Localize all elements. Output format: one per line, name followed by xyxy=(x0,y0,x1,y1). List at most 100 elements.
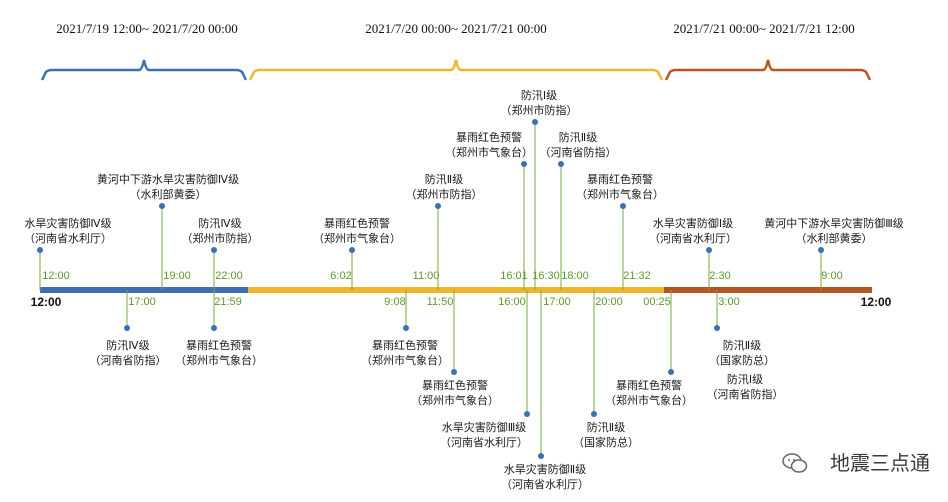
event-title: 防汛Ⅰ级 xyxy=(726,373,764,386)
watermark-text: 地震三点通 xyxy=(830,451,930,475)
event-a7-time: 16:30 xyxy=(532,270,560,282)
marker-a8 xyxy=(558,161,564,167)
period-brace-1 xyxy=(40,59,248,81)
marker-b7 xyxy=(591,411,597,417)
event-title: 暴雨红色预警 xyxy=(324,217,390,230)
event-b3-time: 9:08 xyxy=(384,296,406,308)
event-org: （郑州市气象台） xyxy=(605,394,693,407)
marker-b2 xyxy=(211,325,217,331)
event-b9-time: 3:00 xyxy=(718,296,740,308)
event-title: 暴雨红色预警 xyxy=(616,379,682,392)
event-b5-time: 16:00 xyxy=(498,296,526,308)
event-a10: 水旱灾害防御Ⅰ级 （河南省水利厅） xyxy=(649,216,737,246)
event-org: （河南省防指） xyxy=(706,388,784,401)
period-label-2: 2021/7/20 00:00~ 2021/7/21 00:00 xyxy=(365,21,547,36)
event-b8: 暴雨红色预警 （郑州市气象台） xyxy=(605,378,693,408)
axis-segment-1 xyxy=(40,287,248,293)
event-org: （河南省防指） xyxy=(89,354,167,367)
marker-b4 xyxy=(451,369,457,375)
event-b7-time: 20:00 xyxy=(595,296,623,308)
event-org: （河南省防指） xyxy=(539,146,617,159)
event-a5-time: 11:00 xyxy=(412,270,440,282)
event-title: 防汛Ⅱ级 xyxy=(586,421,626,434)
event-a5: 防汛Ⅱ级 （郑州市防指） xyxy=(406,172,483,202)
event-org: （郑州市气象台） xyxy=(445,146,533,159)
event-title: 防汛Ⅱ级 xyxy=(424,173,464,186)
marker-b8 xyxy=(668,369,674,375)
marker-a4 xyxy=(349,247,355,253)
event-org: （河南省水利厅） xyxy=(24,232,112,245)
period-brace-2 xyxy=(248,59,664,81)
wechat-icon xyxy=(782,453,808,473)
event-a1-time: 12:00 xyxy=(42,270,70,282)
event-title: 暴雨红色预警 xyxy=(372,339,438,352)
axis-start-label: 12:00 xyxy=(30,295,62,309)
period-label-1: 2021/7/19 12:00~ 2021/7/20 00:00 xyxy=(56,21,238,36)
marker-b5 xyxy=(524,411,530,417)
event-b2-time: 21:59 xyxy=(214,296,242,308)
period-label-3: 2021/7/21 00:00~ 2021/7/21 12:00 xyxy=(673,21,855,36)
event-a2-time: 19:00 xyxy=(163,270,191,282)
event-org: （郑州市防指） xyxy=(500,104,578,117)
event-b4-time: 11:50 xyxy=(426,296,454,308)
event-title: 暴雨红色预警 xyxy=(456,131,522,144)
event-title: 水旱灾害防御Ⅳ级 xyxy=(24,217,112,230)
marker-a1 xyxy=(37,247,43,253)
event-a9-time: 21:32 xyxy=(623,270,651,282)
event-title: 水旱灾害防御Ⅱ级 xyxy=(503,463,587,476)
event-a8-time: 18:00 xyxy=(561,270,589,282)
event-title: 暴雨红色预警 xyxy=(186,339,252,352)
event-a1: 水旱灾害防御Ⅳ级 （河南省水利厅） xyxy=(24,216,112,246)
event-a10-time: 2:30 xyxy=(709,270,731,282)
marker-a11 xyxy=(818,247,824,253)
marker-a2 xyxy=(159,203,165,209)
event-b6-time: 17:00 xyxy=(543,296,571,308)
event-title: 黄河中下游水旱灾害防御Ⅲ级 xyxy=(764,217,904,230)
event-org: （郑州市气象台） xyxy=(175,354,263,367)
event-title: 防汛Ⅳ级 xyxy=(198,217,242,230)
event-org: （郑州市气象台） xyxy=(313,232,401,245)
axis-end-label: 12:00 xyxy=(860,295,892,309)
event-a2: 黄河中下游水旱灾害防御Ⅳ级（水利部黄委） xyxy=(97,172,239,202)
event-b5: 水旱灾害防御Ⅲ级 （河南省水利厅） xyxy=(440,420,528,450)
event-b3: 暴雨红色预警（郑州市气象台） xyxy=(361,338,449,368)
event-a9: 暴雨红色预警（郑州市气象台） xyxy=(576,172,664,202)
event-title: 水旱灾害防御Ⅲ级 xyxy=(441,421,527,434)
event-title: 防汛Ⅱ级 xyxy=(558,131,598,144)
marker-a5 xyxy=(435,203,441,209)
event-title: 防汛Ⅱ级 xyxy=(722,339,762,352)
event-org: （水利部黄委） xyxy=(795,232,873,245)
event-b1-time: 17:00 xyxy=(128,296,156,308)
event-a4-time: 6:02 xyxy=(330,270,352,282)
event-b2: 暴雨红色预警 （郑州市气象台） xyxy=(175,338,263,368)
marker-b6 xyxy=(538,453,544,459)
event-b4: 暴雨红色预警 （郑州市气象台） xyxy=(411,378,499,408)
event-b7: 防汛Ⅱ级 （国家防总） xyxy=(573,420,639,450)
event-title: 暴雨红色预警 xyxy=(422,379,488,392)
event-b6: 水旱灾害防御Ⅱ级（河南省水利厅） xyxy=(501,462,589,492)
event-org: （郑州市气象台） xyxy=(576,188,664,201)
event-org: （河南省水利厅） xyxy=(440,436,528,449)
event-org: （河南省水利厅） xyxy=(649,232,737,245)
event-org: （国家防总） xyxy=(573,436,639,449)
marker-b1 xyxy=(124,325,130,331)
event-org: （国家防总） xyxy=(709,354,775,367)
event-b9: 防汛Ⅱ级 （国家防总） xyxy=(709,338,775,368)
event-a3: 防汛Ⅳ级（郑州市防指） xyxy=(182,216,259,246)
event-b10: 防汛Ⅰ级 （河南省防指） xyxy=(707,372,784,402)
event-b1: 防汛Ⅳ级（河南省防指） xyxy=(90,338,167,368)
event-a11-time: 9:00 xyxy=(821,270,843,282)
marker-a9 xyxy=(620,203,626,209)
marker-a6 xyxy=(521,161,527,167)
event-title: 防汛Ⅰ级 xyxy=(520,89,558,102)
event-org: （郑州市防指） xyxy=(405,188,483,201)
event-title: 黄河中下游水旱灾害防御Ⅳ级 xyxy=(96,173,240,186)
marker-a7 xyxy=(532,119,538,125)
event-org: （郑州市气象台） xyxy=(411,394,499,407)
event-title: 水旱灾害防御Ⅰ级 xyxy=(652,217,734,230)
axis-segment-2 xyxy=(248,287,664,293)
event-a4: 暴雨红色预警 （郑州市气象台） xyxy=(313,216,401,246)
axis-segment-3 xyxy=(664,287,872,293)
